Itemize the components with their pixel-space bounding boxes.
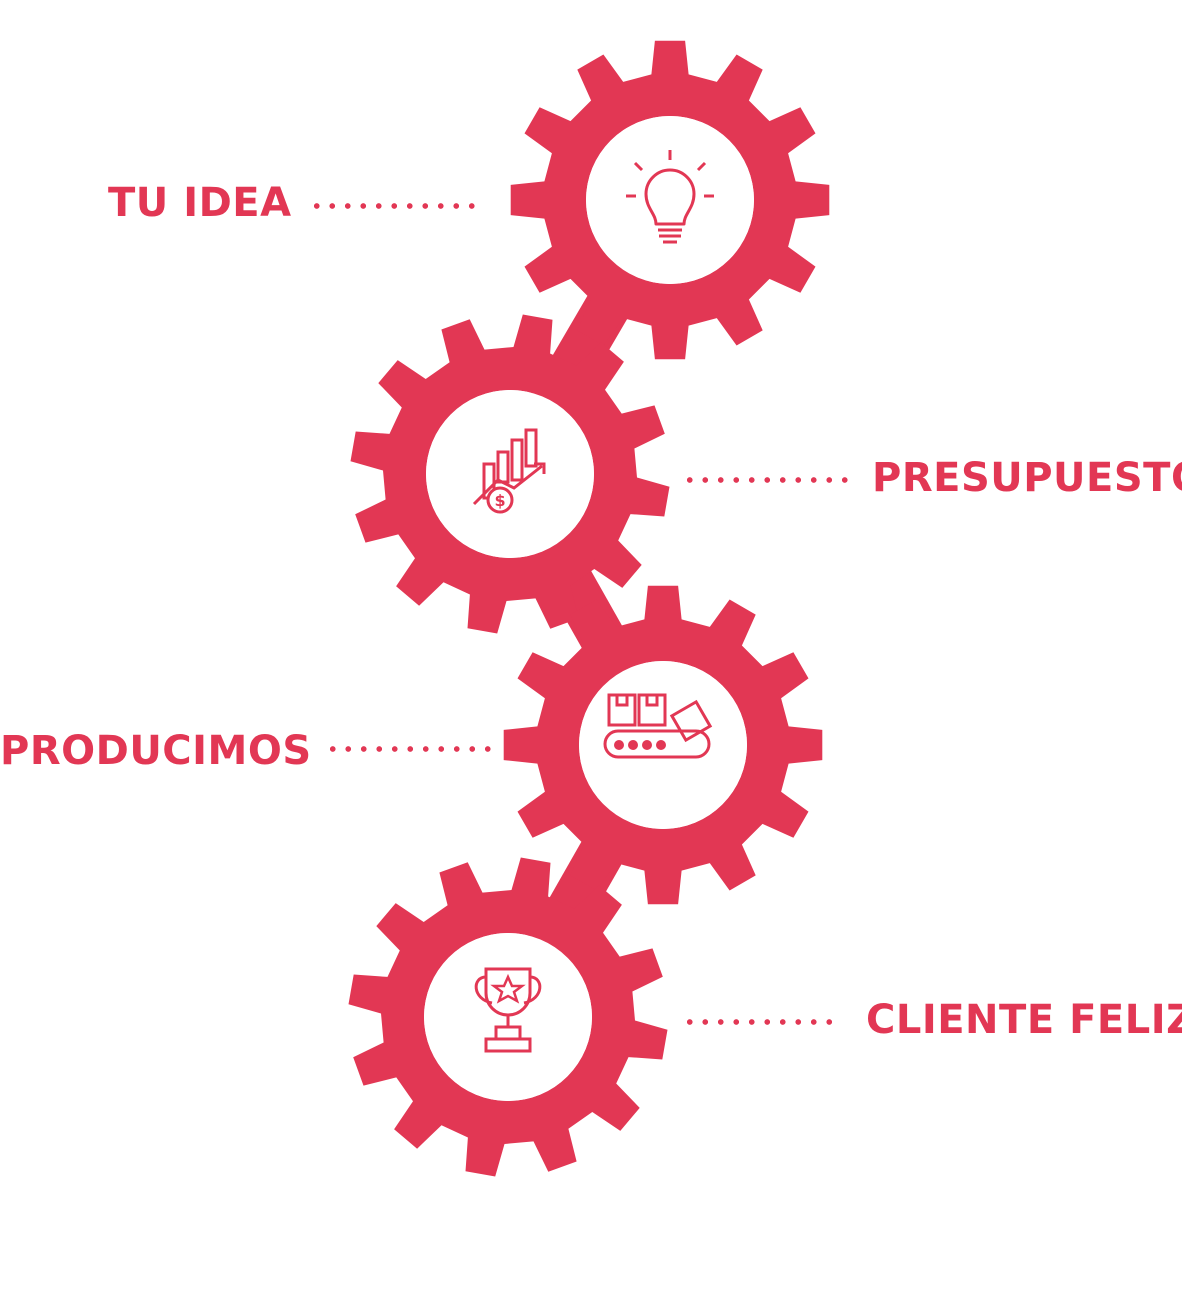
growth-chart-dollar-icon: $ bbox=[472, 428, 546, 514]
gears-group: $ bbox=[348, 40, 830, 1177]
gear-3 bbox=[503, 585, 823, 905]
lightbulb-icon bbox=[626, 150, 714, 244]
gear-4 bbox=[348, 857, 668, 1177]
gear-1 bbox=[510, 40, 830, 360]
gear-center-1 bbox=[586, 116, 754, 284]
dotted-connector-4 bbox=[682, 1019, 842, 1025]
gear-2 bbox=[350, 314, 670, 634]
dotted-connector-3 bbox=[325, 746, 495, 752]
trophy-star-icon bbox=[474, 967, 542, 1053]
conveyor-belt-boxes-icon bbox=[603, 693, 713, 759]
gear-center-2 bbox=[426, 390, 594, 558]
step-label-producimos: PRODUCIMOS bbox=[0, 728, 312, 774]
step-label-presupuesto: PRESUPUESTO bbox=[872, 455, 1182, 501]
svg-text:$: $ bbox=[494, 491, 505, 510]
step-label-cliente-feliz: CLIENTE FELIZ bbox=[866, 997, 1182, 1043]
dotted-connector-2 bbox=[682, 477, 852, 483]
step-label-tu-idea: TU IDEA bbox=[108, 180, 292, 226]
dotted-connector-1 bbox=[309, 203, 479, 209]
